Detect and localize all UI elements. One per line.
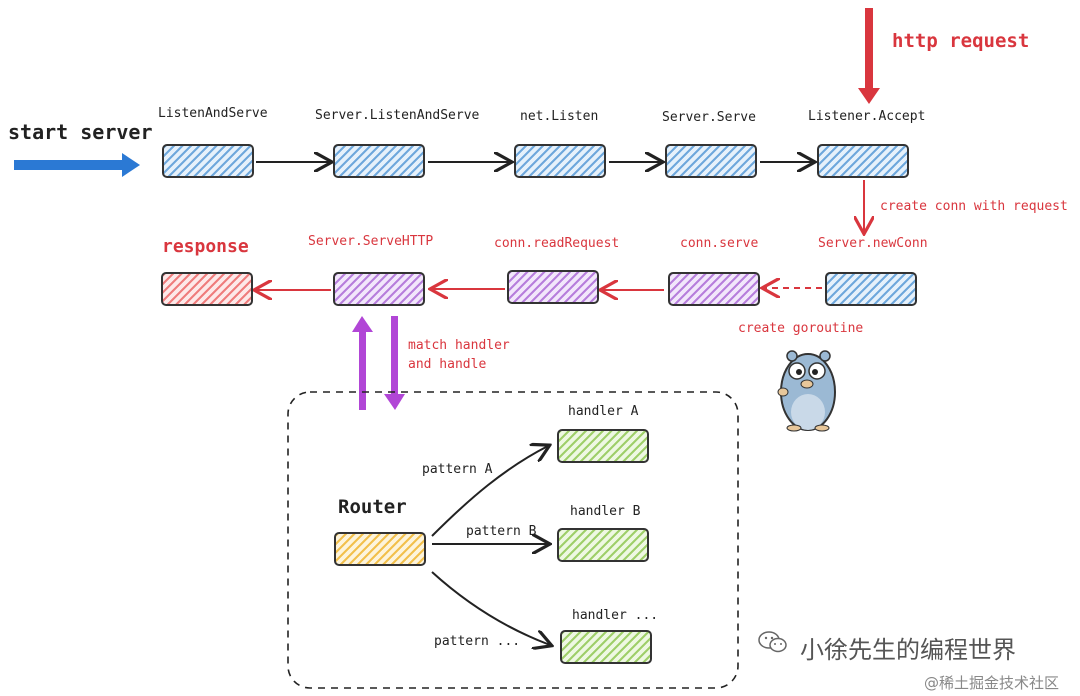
router-label: Router: [338, 496, 407, 518]
listener-accept-label: Listener.Accept: [808, 109, 926, 124]
match-handler-line2: and handle: [408, 357, 487, 372]
router-container: [287, 391, 739, 689]
handler-more-box: [560, 630, 652, 664]
conn-readrequest-box: [507, 270, 599, 304]
router-box: [334, 532, 426, 566]
http-request-label: http request: [892, 30, 1030, 52]
pattern-a-label: pattern A: [422, 462, 493, 477]
handler-a-label: handler A: [568, 404, 639, 419]
conn-serve-label: conn.serve: [680, 236, 759, 251]
conn-serve-box: [668, 272, 760, 306]
net-listen-label: net.Listen: [520, 109, 599, 124]
server-listenandserve-label: Server.ListenAndServe: [315, 108, 480, 123]
server-serve-label: Server.Serve: [662, 110, 756, 125]
purple-down-arrow: [384, 316, 405, 410]
server-newconn-label: Server.newConn: [818, 236, 928, 251]
watermark-sub: @稀土掘金技术社区: [924, 674, 1060, 692]
server-newconn-box: [825, 272, 917, 306]
pattern-b-label: pattern B: [466, 524, 537, 539]
response-label: response: [162, 236, 249, 257]
arrow-router-to-handler-a: [431, 446, 548, 537]
handler-a-box: [557, 429, 649, 463]
create-goroutine-label: create goroutine: [738, 321, 864, 336]
watermark-main: 小徐先生的编程世界: [800, 636, 1016, 664]
http-request-arrow: [858, 8, 880, 104]
start-server-label: start server: [8, 120, 153, 144]
conn-readrequest-label: conn.readRequest: [494, 236, 620, 251]
server-servehttp-label: Server.ServeHTTP: [308, 234, 434, 249]
server-listenandserve-box: [333, 144, 425, 178]
handler-b-box: [557, 528, 649, 562]
purple-up-arrow: [352, 316, 373, 410]
handler-more-label: handler ...: [572, 608, 659, 623]
handler-b-label: handler B: [570, 504, 641, 519]
create-conn-label: create conn with request: [880, 199, 1068, 214]
start-server-arrow: [14, 153, 140, 177]
arrow-router-to-handler-more: [431, 571, 550, 645]
match-handler-line1: match handler: [408, 338, 510, 353]
server-servehttp-box: [333, 272, 425, 306]
server-serve-box: [665, 144, 757, 178]
listenandserve-label: ListenAndServe: [158, 106, 268, 121]
net-listen-box: [514, 144, 606, 178]
listenandserve-box: [162, 144, 254, 178]
response-box: [161, 272, 253, 306]
listener-accept-box: [817, 144, 909, 178]
wechat-icon: [758, 630, 788, 654]
pattern-more-label: pattern ...: [434, 634, 521, 649]
